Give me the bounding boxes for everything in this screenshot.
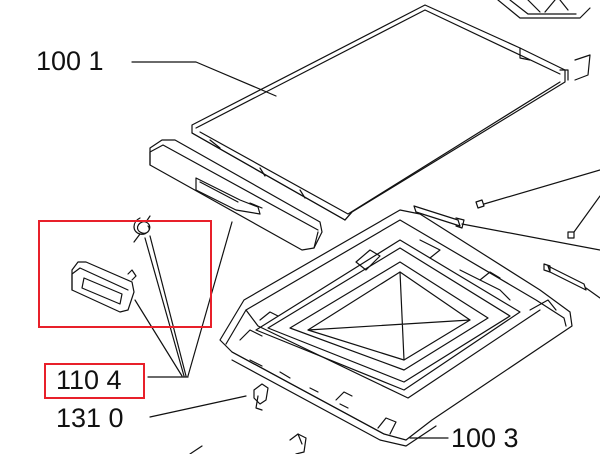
part-label-1003: 100 3 <box>451 423 519 453</box>
part-label-1001: 100 1 <box>36 46 104 76</box>
top-right-partial-part <box>497 0 591 19</box>
part-label-1104: 110 4 <box>56 365 122 395</box>
small-clip-1310 <box>253 383 269 411</box>
handle-latch-part <box>71 261 137 313</box>
right-side-rods <box>413 169 600 299</box>
front-control-panel <box>149 139 323 251</box>
part-label-1310: 131 0 <box>56 403 124 433</box>
top-lid-1001 <box>191 4 591 221</box>
bottom-partial-parts <box>189 433 307 455</box>
highlight-box-detail <box>38 220 212 328</box>
main-frame-1003 <box>219 209 573 447</box>
highlight-box-label-1104 <box>44 363 145 399</box>
leader-1001 <box>131 61 277 97</box>
leader-1310 <box>149 395 247 418</box>
